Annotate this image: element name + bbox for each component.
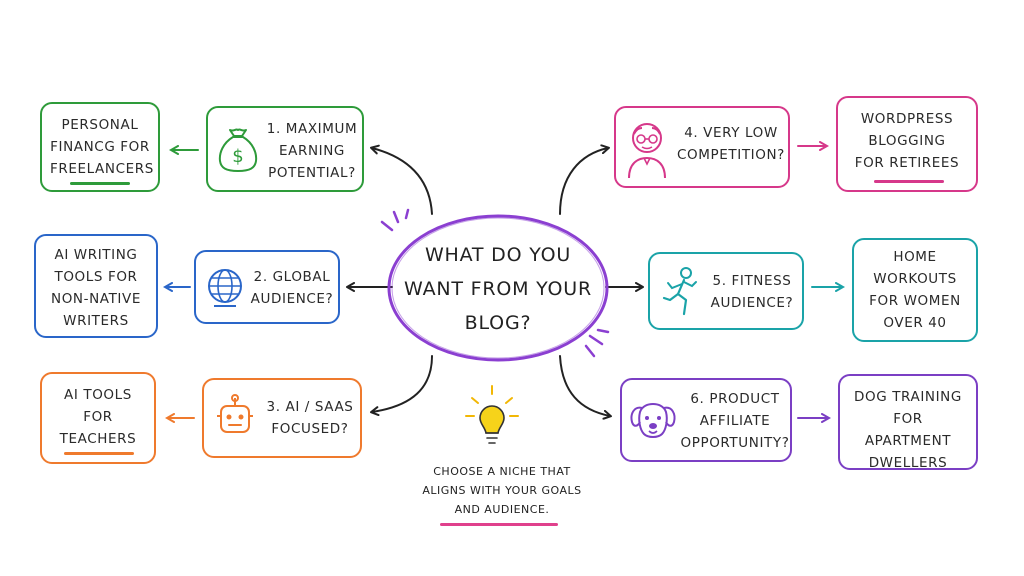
center-ellipse [387,214,609,362]
niche-1-line: Personal [61,117,139,133]
niche-1-line: Financg for [50,139,150,155]
niche-4-line: Blogging [868,133,946,149]
question-box-4: 4. Very low competition? [614,106,790,188]
tip-line: and audience. [454,503,550,516]
niche-4-line: WordPress [860,111,954,127]
niche-6-line: Dog Training [854,389,962,405]
center-question: What do you want from your blog? [392,238,604,340]
tip-note: Choose a niche that aligns with your goa… [412,462,592,519]
question-box-6: 6. Product affiliate opportunity? [620,378,792,462]
question-4-line: 4. Very low [684,125,778,141]
niche-2-line: Non-Native [51,291,141,307]
niche-6-line: Dwellers [868,455,948,471]
question-6-line: affiliate [699,413,771,429]
lightbulb-icon [465,385,519,444]
question-5-line: 5. Fitness [712,273,792,289]
niche-box-3: AI Tools for Teachers [40,372,156,464]
question-1-line: earning [279,143,345,159]
elderly-person-icon [628,123,666,179]
niche-3-line: for [83,409,113,425]
question-1-line: potential? [268,165,356,181]
question-3-line: 3. AI / SAAS [266,399,354,415]
question-1-line: 1. Maximum [266,121,358,137]
niche-2-line: AI Writing [54,247,138,263]
niche-1-underline [70,182,130,185]
connector-to-q1 [370,144,433,215]
niche-5-line: Over 40 [883,315,947,331]
question-box-1: $ 1. Maximum earning potential? [206,106,364,192]
tip-line: aligns with your goals [422,484,582,497]
niche-2-line: Writers [63,313,129,329]
question-2-line: 2. Global [253,269,331,285]
question-box-5: 5. Fitness audience? [648,252,804,330]
runner-icon [662,267,697,316]
niche-5-line: Workouts [873,271,957,287]
question-3-line: focused? [271,421,349,437]
connector-to-q3 [370,355,433,417]
question-6-line: opportunity? [680,435,790,451]
question-5-line: audience? [710,295,794,311]
dog-icon [630,402,676,438]
sparkle-icon [380,208,610,358]
niche-box-5: Home Workouts for Women Over 40 [852,238,978,342]
money-bag-icon: $ [218,128,258,173]
robot-icon [217,394,253,433]
niche-box-6: Dog Training for Apartment Dwellers [838,374,978,471]
tip-underline [440,523,558,526]
niche-box-4: WordPress Blogging for Retirees [836,96,978,192]
niche-1-line: Freelancers [50,161,154,177]
niche-box-1: Personal Financg for Freelancers [40,102,160,192]
niche-4-underline [874,180,944,183]
question-box-2: 2. Global audience? [194,250,340,324]
globe-icon [208,269,242,307]
svg-text:$: $ [232,146,243,167]
question-4-line: competition? [677,147,785,163]
center-line: What do you [424,244,572,266]
niche-5-line: for Women [869,293,961,309]
center-line: blog? [464,312,532,334]
niche-5-line: Home [893,249,937,265]
center-line: want from your [404,278,592,300]
niche-3-underline [64,452,134,455]
question-box-3: 3. AI / SAAS focused? [202,378,362,458]
connector-to-q4 [559,144,610,215]
tip-line: Choose a niche that [433,465,571,478]
niche-3-line: AI Tools [64,387,132,403]
question-6-line: 6. Product [690,391,780,407]
niche-2-line: Tools for [54,269,138,285]
connector-to-q6 [559,355,612,420]
niche-6-line: for Apartment [864,411,952,449]
niche-3-line: Teachers [59,431,137,447]
niche-box-2: AI Writing Tools for Non-Native Writers [34,234,158,338]
question-2-line: audience? [250,291,334,307]
niche-4-line: for Retirees [854,155,960,171]
